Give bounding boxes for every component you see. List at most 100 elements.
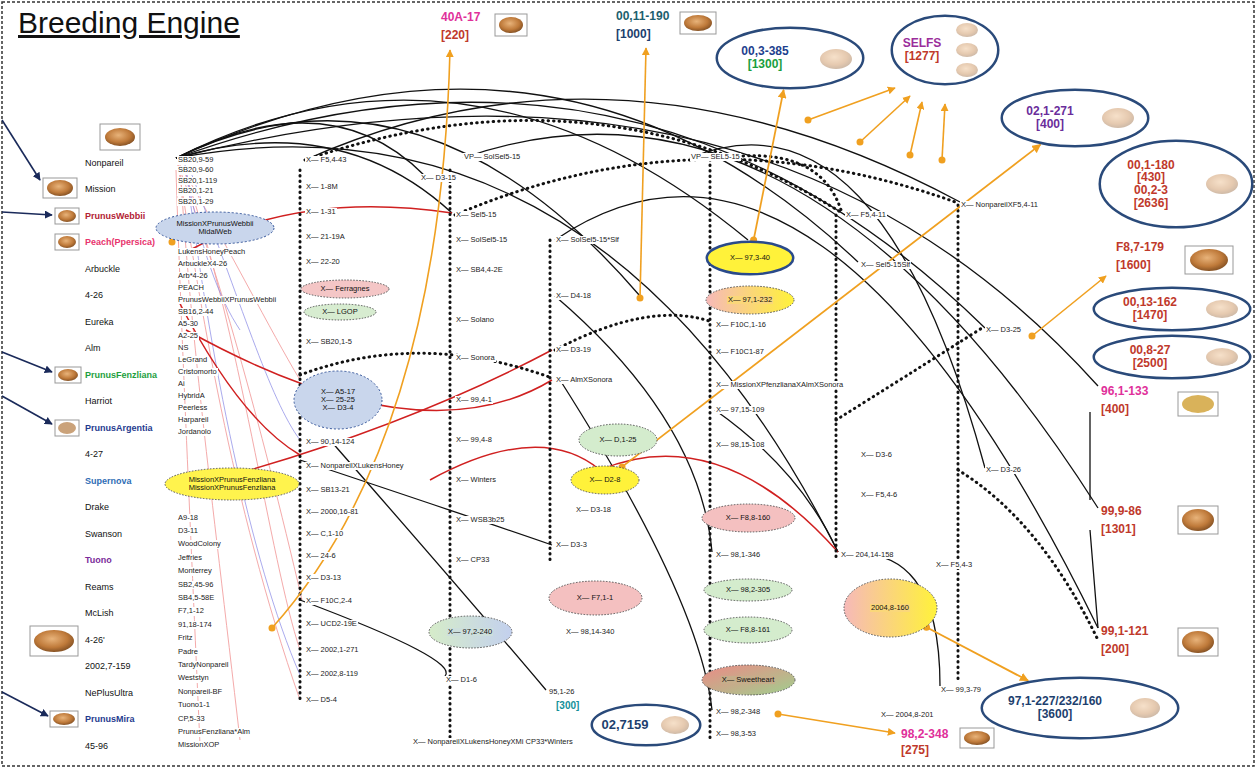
selection-callout: 97,1-227/232/160[3600] bbox=[980, 676, 1180, 740]
pointer-arrow bbox=[2, 396, 52, 424]
callout-ring bbox=[715, 26, 865, 90]
highlight-ellipse bbox=[549, 581, 642, 615]
cross-label: X— 97,15-109 bbox=[715, 406, 765, 415]
cross-label: X— D3-15 bbox=[420, 174, 457, 183]
callout-number: [400] bbox=[1035, 118, 1065, 131]
photo-frame bbox=[55, 420, 79, 436]
node-text-stack: 00,13-162[1470] bbox=[1122, 296, 1178, 321]
cross-label: X— A5-17 bbox=[320, 388, 356, 396]
cross-label: X— 1-8M bbox=[305, 183, 339, 192]
leader-line bbox=[910, 102, 922, 155]
cross-label: X— NonpareilXLukensHoneyXMi CP33*Winters bbox=[412, 738, 574, 747]
callout-number: 00,11-190 bbox=[615, 10, 670, 24]
photo-frame bbox=[55, 208, 79, 224]
selection-arrow bbox=[754, 90, 784, 240]
parent-name: PrunusFenzliana bbox=[84, 370, 158, 380]
callout-number: [200] bbox=[1100, 643, 1130, 657]
highlight-ellipse bbox=[429, 616, 512, 648]
leader-line bbox=[942, 104, 945, 160]
cross-label: X— 97,2-240 bbox=[447, 628, 493, 636]
callout-number: SELFS bbox=[902, 37, 943, 50]
cross-label: X— D1-6 bbox=[445, 676, 478, 685]
cross-label: X— UCD2-19E bbox=[305, 620, 358, 629]
photo-frame bbox=[1178, 628, 1218, 656]
leader-line bbox=[640, 48, 646, 298]
node-text-stack: X— 97,1-232 bbox=[727, 296, 773, 304]
callout-ring bbox=[1092, 286, 1252, 332]
almond-photo bbox=[47, 180, 73, 196]
selection-track bbox=[958, 470, 1098, 640]
highlight-ellipse bbox=[156, 212, 274, 244]
cross-label: X— F10C1-87 bbox=[715, 348, 765, 357]
cross-label: X— 98,14-340 bbox=[565, 628, 615, 637]
selection-callout: 00,1-180[430]00,2-3[2636] bbox=[1098, 139, 1254, 229]
leader-dot bbox=[269, 625, 276, 632]
leader-dot bbox=[637, 295, 644, 302]
node-text-stack: X— D2-8 bbox=[589, 476, 622, 484]
callout-number: 95,1-26 bbox=[548, 688, 575, 697]
cross-label: X— F5,4-43 bbox=[305, 156, 347, 165]
callout-number: 00,1-180 bbox=[1126, 159, 1175, 172]
cross-arc bbox=[176, 121, 640, 296]
callout-ring bbox=[1094, 288, 1251, 331]
callout-number: 99,1-121 bbox=[1100, 625, 1149, 639]
callout-number: 97,1-227/232/160 bbox=[1007, 695, 1103, 708]
leader-dot bbox=[857, 139, 864, 146]
parent-name: Arbuckle bbox=[84, 264, 121, 274]
cross-label: X— 98,1-346 bbox=[715, 551, 761, 560]
cross-label: NS bbox=[177, 344, 189, 353]
callout-ring bbox=[717, 28, 864, 89]
cross-label: SB20,1-29 bbox=[177, 198, 214, 207]
pedigree-line bbox=[178, 165, 300, 700]
cross-label: X— F8,8-161 bbox=[725, 626, 772, 634]
callout-number: 99,9-86 bbox=[1100, 505, 1143, 519]
cross-highlight: MissionXPrunusWebbiiMidalWeb bbox=[155, 211, 275, 245]
selection-track bbox=[836, 328, 982, 420]
cross-label: X— F8,8-160 bbox=[725, 514, 772, 522]
cross-label: X— 22-20 bbox=[305, 258, 341, 267]
callout-ring bbox=[892, 16, 999, 85]
cross-label: TardyNonpareil bbox=[177, 661, 229, 670]
cross-label: X— SolSel5-15*Slf bbox=[555, 236, 620, 245]
cross-label: X— Solano bbox=[455, 316, 495, 325]
cross-label: SB20,9-60 bbox=[177, 166, 214, 175]
callout-number: 00,13-162 bbox=[1122, 296, 1178, 309]
cross-arc bbox=[555, 197, 1098, 628]
selection-arrow bbox=[622, 145, 1040, 467]
cross-arc bbox=[330, 440, 546, 690]
callout-number: [300] bbox=[555, 700, 580, 712]
cross-label: Peerless bbox=[177, 404, 208, 413]
parent-name: 45-96 bbox=[84, 741, 109, 751]
cross-label: 2004,8-160 bbox=[870, 604, 910, 612]
cross-label: Jeffries bbox=[177, 554, 203, 563]
cross-label: X— D3-3 bbox=[555, 541, 588, 550]
callout-number: 98,2-348 bbox=[900, 728, 949, 742]
node-text-stack: 00,3-385[1300] bbox=[740, 45, 789, 70]
cross-highlight: X— Ferragnes bbox=[300, 279, 390, 299]
node-text-stack: X— 97,3-40 bbox=[729, 254, 771, 262]
cross-label: X— 2004,8-201 bbox=[880, 711, 935, 720]
callout-number: 00,3-385 bbox=[740, 45, 789, 58]
almond-photo bbox=[1182, 395, 1214, 413]
node-text-stack: X— A5-17X— 25-25X— D3-4 bbox=[320, 388, 356, 412]
parent-name: 2002,7-159 bbox=[84, 661, 132, 671]
cross-label: VP— SEL5-15 bbox=[690, 153, 741, 162]
highlight-ellipse bbox=[704, 617, 792, 643]
cross-arc bbox=[690, 145, 985, 468]
pedigree-line bbox=[190, 170, 300, 440]
cross-label: Ai bbox=[177, 380, 186, 389]
cross-label: X— F5,4-3 bbox=[935, 561, 973, 570]
parent-name: 4-26' bbox=[84, 635, 106, 645]
almond-photo bbox=[499, 17, 523, 33]
cross-arc bbox=[463, 134, 1098, 508]
cross-label: X— 1-31 bbox=[305, 208, 337, 217]
cross-label: X— F5,4-11 bbox=[845, 211, 887, 220]
cross-label: X— 98,2-348 bbox=[715, 708, 761, 717]
cross-highlight: X— F8,8-161 bbox=[703, 616, 793, 644]
node-text-stack: X— F7,1-1 bbox=[576, 594, 614, 602]
cross-arc bbox=[178, 300, 300, 455]
cross-label: X— D2-8 bbox=[589, 476, 622, 484]
cross-label: X— 2002,8-119 bbox=[305, 670, 359, 679]
cross-label: Tuono1-1 bbox=[177, 701, 211, 710]
selection-track bbox=[710, 156, 842, 213]
